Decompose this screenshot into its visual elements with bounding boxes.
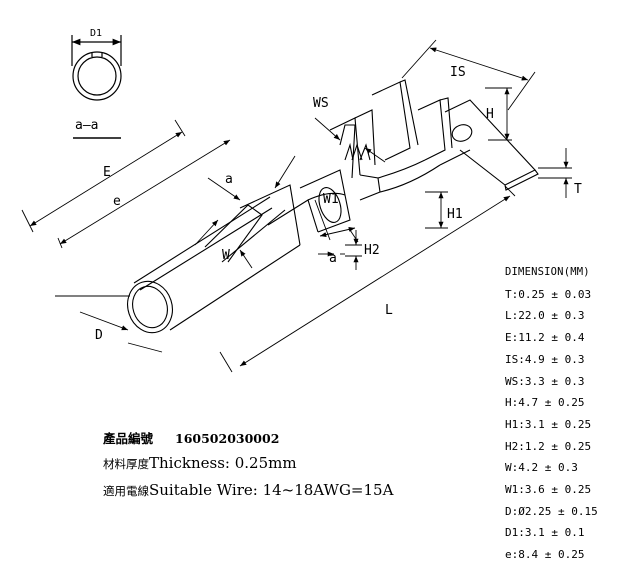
dim-h1: H1:3.1 ± 0.25 <box>505 417 592 431</box>
dim-h2: H2:1.2 ± 0.25 <box>505 439 592 453</box>
product-notes: 產品編號 160502030002 材料厚度Thickness: 0.25mm 適… <box>103 428 393 504</box>
d1-label: D1 <box>90 28 102 39</box>
product-code-line: 產品編號 160502030002 <box>103 428 393 450</box>
l-label: L <box>385 303 393 318</box>
thickness-text: Thickness: 0.25mm <box>149 454 297 472</box>
h2-label: H2 <box>364 243 380 258</box>
wire-text: Suitable Wire: 14~18AWG=15A <box>149 481 394 499</box>
wire-line: 適用電線Suitable Wire: 14~18AWG=15A <box>103 477 393 504</box>
product-code-label: 產品編號 <box>103 431 154 446</box>
dim-e: E:11.2 ± 0.4 <box>505 331 585 345</box>
dim-t: T:0.25 ± 0.03 <box>505 287 592 301</box>
product-code-value: 160502030002 <box>175 431 280 446</box>
terminal-body <box>127 79 539 334</box>
section-label: a—a <box>75 118 98 133</box>
dim-d1: D1:3.1 ± 0.1 <box>505 526 585 540</box>
w-label: W <box>222 248 230 263</box>
dim-is: IS:4.9 ± 0.3 <box>505 352 585 366</box>
is-label: IS <box>450 65 466 80</box>
dim-h: H:4.7 ± 0.25 <box>505 396 585 410</box>
dim-d: D:Ø2.25 ± 0.15 <box>505 504 598 518</box>
e-upper-label: E <box>103 165 111 180</box>
a-bottom-label: a <box>329 251 337 266</box>
h-label: H <box>486 107 494 122</box>
dim-w: W:4.2 ± 0.3 <box>505 461 578 475</box>
d-label: D <box>95 328 103 343</box>
dim-ws: WS:3.3 ± 0.3 <box>505 374 585 388</box>
cross-section-view <box>71 35 122 101</box>
dim-e-lower: e:8.4 ± 0.25 <box>505 548 585 562</box>
dim-l: L:22.0 ± 0.3 <box>505 309 585 323</box>
thickness-line: 材料厚度Thickness: 0.25mm <box>103 450 393 477</box>
e-lower-label: e <box>113 194 121 209</box>
thickness-cn-label: 材料厚度 <box>103 457 149 471</box>
dim-w1: W1:3.6 ± 0.25 <box>505 483 592 497</box>
dimension-spec-list: DIMENSION(MM) T:0.25 ± 0.03 L:22.0 ± 0.3… <box>505 262 598 566</box>
t-label: T <box>574 182 582 197</box>
dimension-title: DIMENSION(MM) <box>505 266 590 278</box>
ws-label: WS <box>313 96 329 111</box>
wire-cn-label: 適用電線 <box>103 484 149 498</box>
a-top-label: a <box>225 172 233 187</box>
w1-label: W1 <box>323 192 339 207</box>
h1-label: H1 <box>447 207 463 222</box>
dimension-lines <box>21 39 572 373</box>
